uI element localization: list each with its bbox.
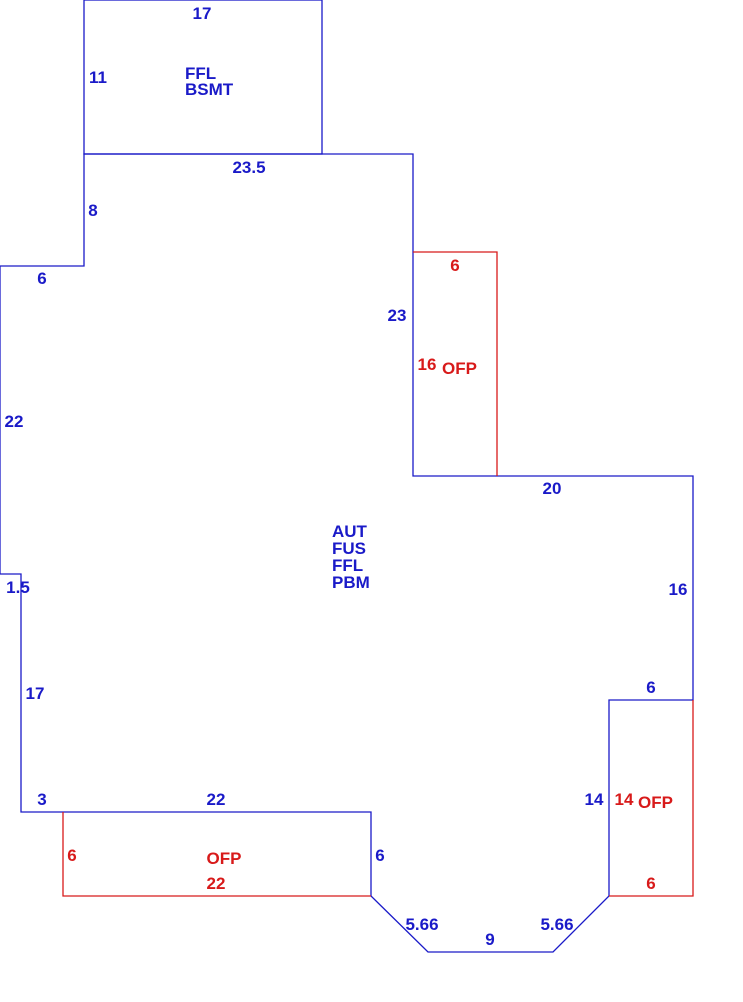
dim-bottom-mid: 9 bbox=[485, 930, 494, 949]
dim-porch-3-side: 6 bbox=[67, 846, 76, 865]
porch-1-code: OFP bbox=[442, 359, 477, 378]
main-area-code-4: PBM bbox=[332, 573, 370, 592]
basement-code-2: BSMT bbox=[185, 80, 234, 99]
dim-right-step: 6 bbox=[646, 678, 655, 697]
dim-left-upper-short: 8 bbox=[88, 201, 97, 220]
basement-code-1: FFL bbox=[185, 64, 216, 83]
porch-3-outline bbox=[62, 812, 371, 897]
dim-bottom-left-short: 3 bbox=[37, 790, 46, 809]
porch-1-outline bbox=[413, 251, 498, 476]
dim-inner-vertical: 23 bbox=[388, 306, 407, 325]
main-area-code-3: FFL bbox=[332, 556, 363, 575]
porch-2-outline bbox=[609, 700, 694, 897]
main-area-code-2: FUS bbox=[332, 539, 366, 558]
dim-basement-top: 17 bbox=[193, 4, 212, 23]
dim-bottom-drop: 6 bbox=[375, 846, 384, 865]
dim-porch-3-bottom: 22 bbox=[207, 874, 226, 893]
dim-right-upper-vertical: 16 bbox=[669, 580, 688, 599]
dim-step-left: 6 bbox=[37, 269, 46, 288]
dim-porch-2-side: 14 bbox=[615, 790, 634, 809]
porch-3-code: OFP bbox=[207, 849, 242, 868]
dim-left-jog: 1.5 bbox=[6, 578, 30, 597]
dim-left-lower: 17 bbox=[26, 684, 45, 703]
porch-2-code: OFP bbox=[638, 793, 673, 812]
dim-basement-left: 11 bbox=[89, 68, 107, 87]
dim-porch-1-side: 16 bbox=[418, 355, 437, 374]
dim-basement-base: 23.5 bbox=[232, 158, 265, 177]
main-area-outline bbox=[0, 153, 694, 953]
dim-right-lower-vertical: 14 bbox=[585, 790, 604, 809]
dim-porch-2-bottom: 6 bbox=[646, 874, 655, 893]
dim-angle-left: 5.66 bbox=[405, 915, 438, 934]
dim-porch-1-top: 6 bbox=[450, 256, 459, 275]
main-area-code-1: AUT bbox=[332, 522, 368, 541]
dim-bottom-left-long: 22 bbox=[207, 790, 226, 809]
dim-angle-right: 5.66 bbox=[540, 915, 573, 934]
dim-left-long: 22 bbox=[5, 412, 24, 431]
dim-right-top-horizontal: 20 bbox=[543, 479, 562, 498]
